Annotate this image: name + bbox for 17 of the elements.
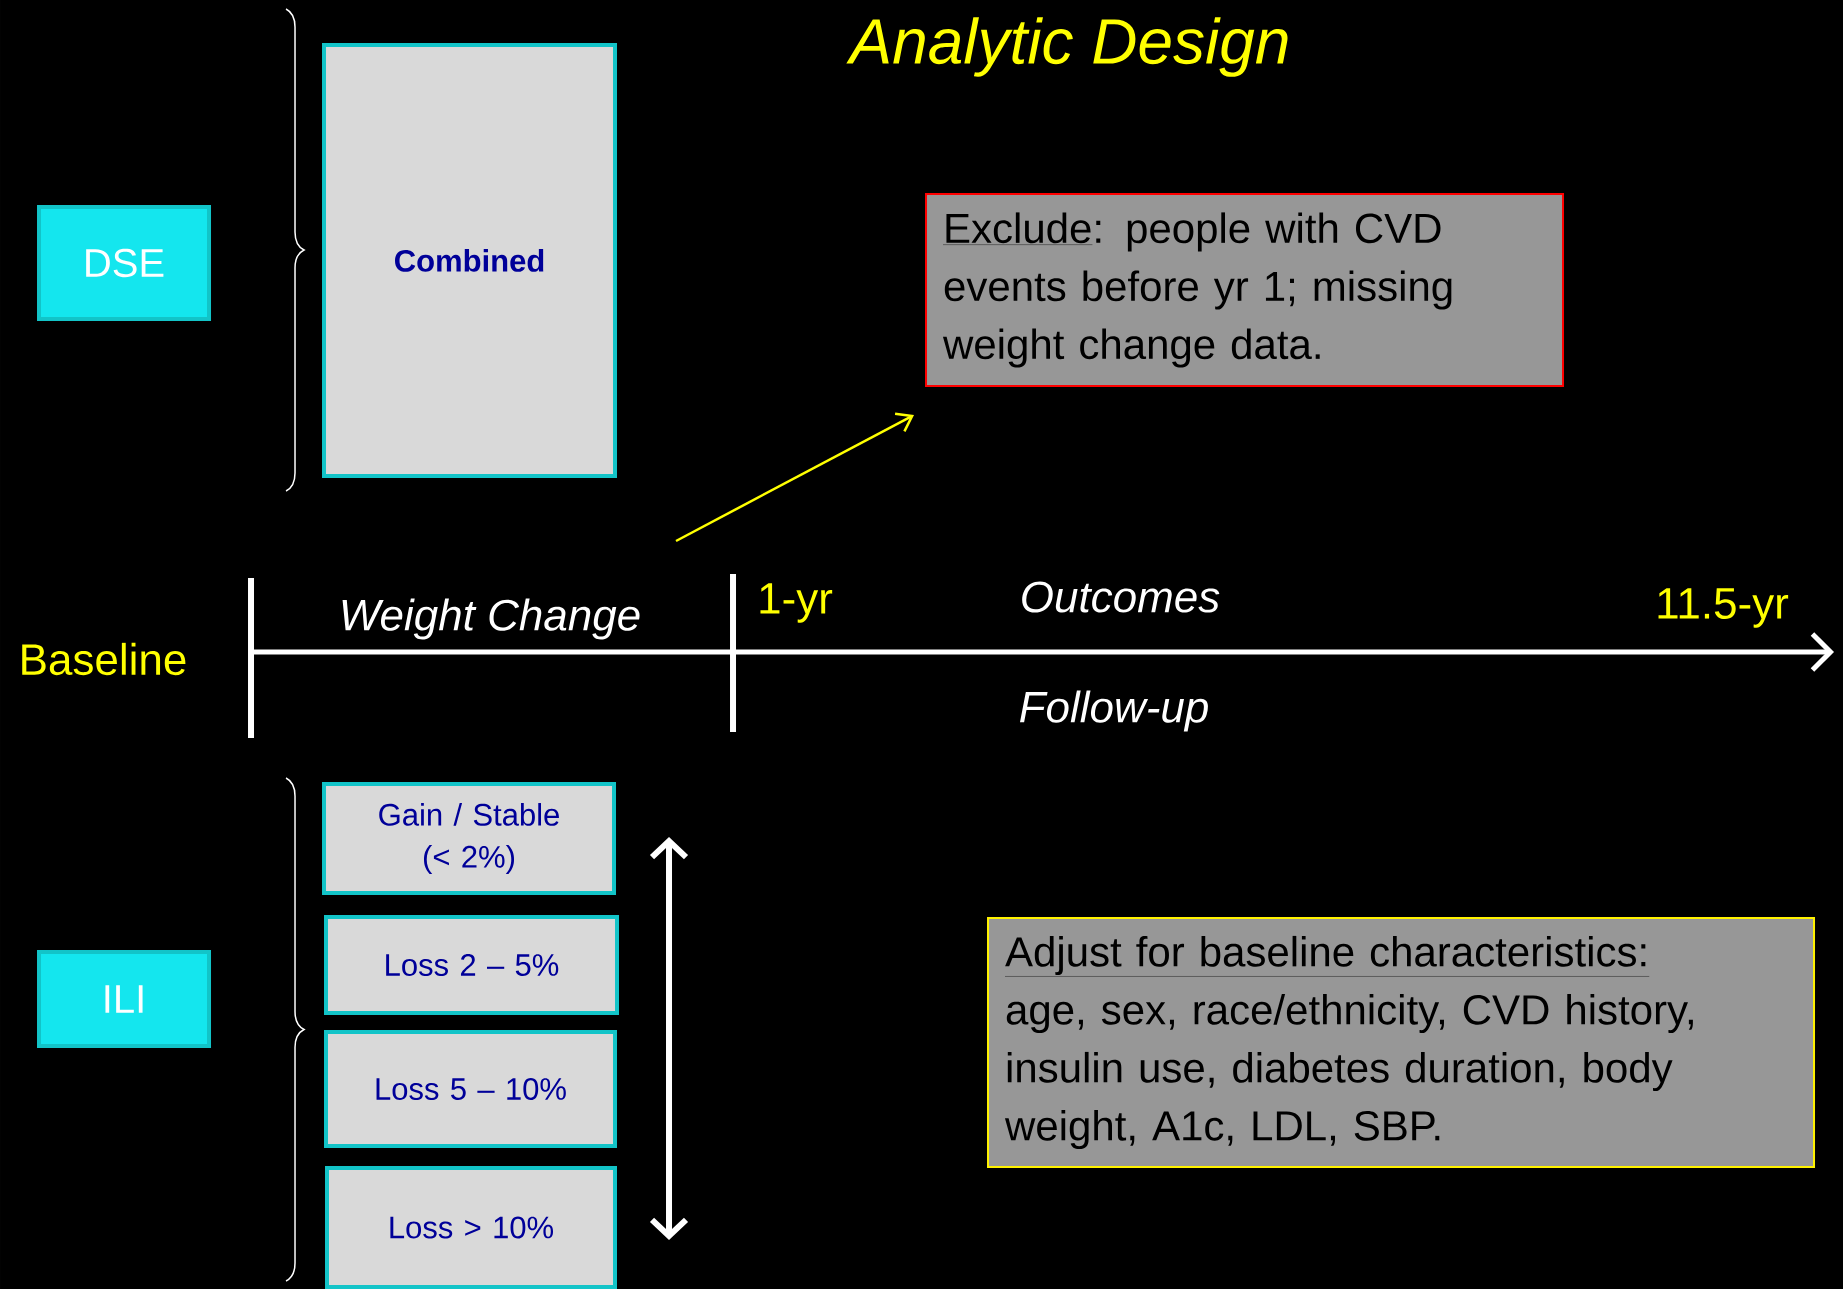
phase-label: Outcomes xyxy=(1022,581,1220,613)
note-box: Exclude: people with CVD events before yr 1; missing weight change data. xyxy=(925,193,1564,387)
time-label: 11.5-yr xyxy=(1658,588,1789,628)
category-box: Combined xyxy=(322,43,617,478)
title: Analytic Design xyxy=(846,17,1288,77)
category-box: Loss 2 – 5% xyxy=(324,915,619,1015)
note-box: Adjust for baseline characteristics: age, sex, race/ethnicity, CVD history, insulin use, diabetes duration, body weight, A1c, LDL, SBP. xyxy=(987,917,1815,1168)
time-label: 1-yr xyxy=(760,583,833,623)
category-box: Loss > 10% xyxy=(325,1166,617,1289)
phase-label: Follow-up xyxy=(1020,690,1208,732)
group-box: DSE xyxy=(37,205,211,321)
group-box: ILI xyxy=(37,950,211,1048)
phase-label: Weight Change xyxy=(342,598,640,640)
category-box: Loss 5 – 10% xyxy=(324,1030,617,1148)
arrow xyxy=(675,412,914,543)
category-box: Gain / Stable (< 2%) xyxy=(322,782,616,895)
axis-label: Baseline xyxy=(22,642,186,676)
